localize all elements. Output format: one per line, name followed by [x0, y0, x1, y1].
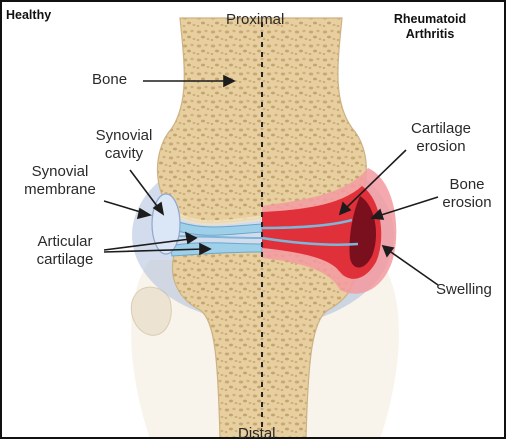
articular-cartilage-label: Articular cartilage — [26, 233, 104, 269]
cartilage-erosion-label-line2: erosion — [416, 138, 465, 155]
distal-label: Distal — [238, 425, 276, 439]
healthy-header: Healthy — [6, 8, 51, 23]
header-line-2: Arthritis — [406, 27, 455, 41]
synovial-membrane-label-line1: Synovial — [32, 163, 89, 180]
header-line-1: Rheumatoid — [394, 12, 466, 26]
bone-erosion-label-line1: Bone — [449, 176, 484, 193]
synovial-cavity-label: Synovial cavity — [90, 127, 158, 163]
articular-cartilage-label-line1: Articular — [37, 233, 92, 250]
bone-erosion-label: Bone erosion — [434, 176, 500, 212]
swelling-label: Swelling — [436, 281, 492, 299]
synovial-membrane-label: Synovial membrane — [20, 163, 100, 199]
synovial-cavity-label-line2: cavity — [105, 145, 143, 162]
proximal-label: Proximal — [226, 11, 284, 29]
synovial-membrane-label-line2: membrane — [24, 181, 96, 198]
bone-erosion-label-line2: erosion — [442, 194, 491, 211]
cartilage-erosion-label: Cartilage erosion — [400, 120, 482, 156]
synovial-cavity-label-line1: Synovial — [96, 127, 153, 144]
cartilage-erosion-label-line1: Cartilage — [411, 120, 471, 137]
rheumatoid-arthritis-header: Rheumatoid Arthritis — [378, 12, 482, 42]
bone-label: Bone — [92, 71, 127, 89]
synovial-cavity — [152, 194, 180, 254]
articular-cartilage-label-line2: cartilage — [37, 251, 94, 268]
